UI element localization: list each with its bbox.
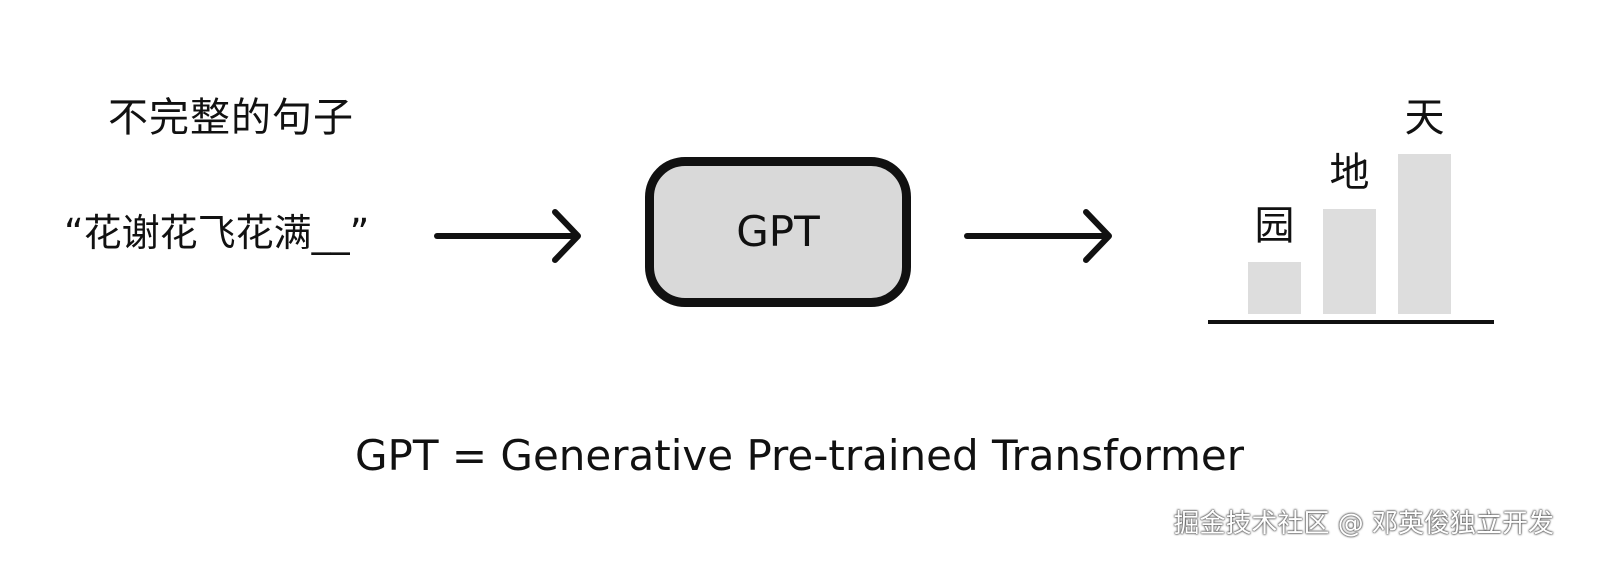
- chart-baseline: [1208, 320, 1494, 324]
- bar-label: 园: [1254, 202, 1295, 249]
- diagram-heading: 不完整的句子: [108, 95, 354, 141]
- output-arrow: [964, 209, 1112, 263]
- input-arrow: [434, 209, 581, 263]
- gpt-definition: GPT = Generative Pre-trained Transformer: [355, 431, 1245, 480]
- bar-label: 地: [1329, 150, 1370, 196]
- bar: [1323, 209, 1376, 314]
- incomplete-sentence: “花谢花飞花满__”: [64, 211, 370, 255]
- watermark: 掘金技术社区 @ 邓英俊独立开发: [1173, 509, 1554, 539]
- bar: [1398, 153, 1451, 314]
- bar: [1248, 261, 1301, 314]
- bar-label: 天: [1404, 94, 1445, 141]
- gpt-model-box: GPT: [645, 157, 911, 307]
- gpt-model-label: GPT: [736, 207, 820, 256]
